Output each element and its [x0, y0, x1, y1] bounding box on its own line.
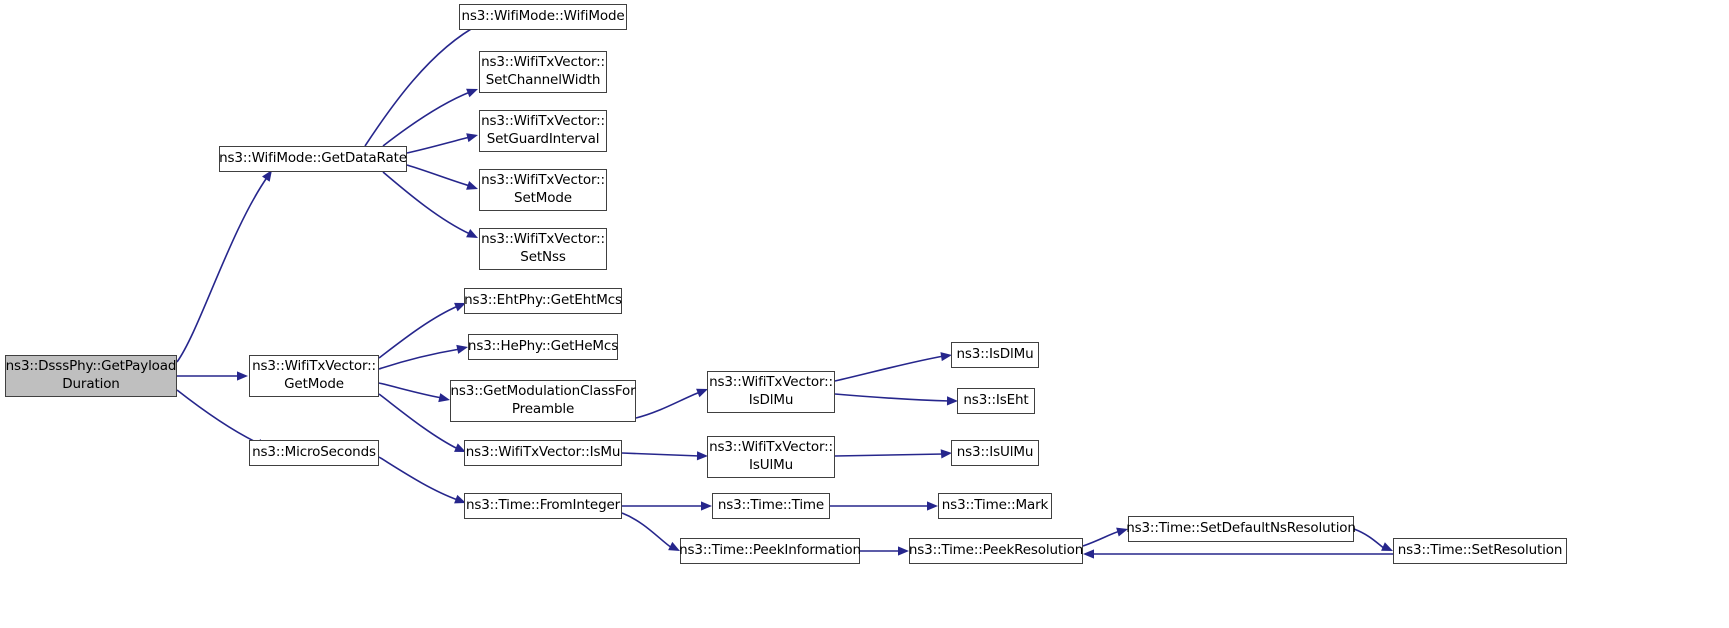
call-edge-arrowhead — [456, 344, 468, 354]
graph-node-getmodclass[interactable]: ns3::GetModulationClassFor Preamble — [450, 380, 636, 422]
call-edge — [834, 393, 951, 402]
graph-node-microseconds[interactable]: ns3::MicroSeconds — [249, 440, 379, 466]
call-edge — [378, 305, 459, 359]
call-edge-arrowhead — [1116, 527, 1128, 537]
call-edge-arrowhead — [454, 302, 466, 312]
call-edge-arrowhead — [466, 133, 478, 143]
call-edge — [378, 348, 461, 370]
call-edge — [1353, 528, 1386, 550]
call-edge — [378, 382, 443, 399]
graph-node-setnss[interactable]: ns3::WifiTxVector:: SetNss — [479, 228, 607, 270]
graph-node-timetime[interactable]: ns3::Time::Time — [712, 493, 830, 519]
graph-node-setguardinterval[interactable]: ns3::WifiTxVector:: SetGuardInterval — [479, 110, 607, 152]
call-edge-arrowhead — [927, 501, 938, 511]
call-edge — [621, 512, 673, 549]
call-edge — [382, 171, 471, 235]
graph-node-root[interactable]: ns3::DsssPhy::GetPayload Duration — [5, 355, 177, 397]
call-edge-arrowhead — [1381, 542, 1393, 551]
graph-node-fromintegerr[interactable]: ns3::Time::FromInteger — [464, 493, 622, 519]
call-edge — [635, 391, 701, 419]
graph-node-peekresolution[interactable]: ns3::Time::PeekResolution — [909, 538, 1083, 564]
call-edge — [406, 136, 471, 154]
call-edge — [621, 452, 701, 457]
graph-node-setchannelwidth[interactable]: ns3::WifiTxVector:: SetChannelWidth — [479, 51, 607, 93]
call-edge-arrowhead — [466, 181, 478, 190]
graph-node-getmode[interactable]: ns3::WifiTxVector:: GetMode — [249, 355, 379, 397]
call-edge-arrowhead — [454, 443, 466, 452]
graph-node-setresolution[interactable]: ns3::Time::SetResolution — [1393, 538, 1567, 564]
graph-node-getdatarate[interactable]: ns3::WifiMode::GetDataRate — [219, 146, 407, 172]
graph-node-iseht[interactable]: ns3::IsEht — [957, 388, 1035, 414]
graph-node-isulmu_f[interactable]: ns3::IsUlMu — [951, 440, 1039, 466]
call-edge-arrowhead — [696, 388, 708, 398]
call-edge-arrowhead — [454, 494, 466, 504]
call-edge-arrowhead — [466, 228, 478, 238]
call-edge-arrowhead — [946, 396, 958, 406]
graph-node-isulmu_v[interactable]: ns3::WifiTxVector:: IsUlMu — [707, 436, 835, 478]
graph-node-peekinformation[interactable]: ns3::Time::PeekInformation — [679, 538, 861, 564]
call-edge — [834, 355, 945, 382]
graph-node-isdlmu_v[interactable]: ns3::WifiTxVector:: IsDlMu — [707, 371, 835, 413]
graph-node-gethemcs[interactable]: ns3::HePhy::GetHeMcs — [468, 334, 618, 360]
call-edge-arrowhead — [898, 546, 909, 556]
call-edge-arrowhead — [466, 88, 478, 98]
graph-node-setmode[interactable]: ns3::WifiTxVector:: SetMode — [479, 169, 607, 211]
call-edge-arrowhead — [1083, 549, 1094, 559]
call-edge-arrowhead — [438, 393, 450, 403]
call-edge — [364, 23, 481, 147]
call-edge — [382, 91, 471, 147]
call-edge-arrowhead — [701, 501, 712, 511]
call-edge — [378, 456, 459, 501]
call-edge-arrowhead — [668, 541, 680, 551]
call-edge — [834, 453, 945, 457]
call-edge — [406, 164, 471, 187]
graph-node-wifimode[interactable]: ns3::WifiMode::WifiMode — [459, 4, 627, 30]
graph-node-getehtmcs[interactable]: ns3::EhtPhy::GetEhtMcs — [464, 288, 622, 314]
call-edge-arrowhead — [696, 451, 708, 461]
call-edge-arrowhead — [262, 170, 272, 182]
call-edge — [1082, 530, 1121, 547]
call-edge-arrowhead — [237, 371, 248, 381]
graph-node-ismu[interactable]: ns3::WifiTxVector::IsMu — [464, 440, 622, 466]
call-edge — [378, 393, 459, 450]
graph-node-isdlmu_f[interactable]: ns3::IsDlMu — [951, 342, 1039, 368]
call-edge-arrowhead — [940, 352, 952, 362]
call-edge-arrowhead — [940, 449, 952, 459]
call-edge — [176, 389, 261, 445]
call-edge — [176, 175, 269, 363]
graph-node-setdefaultnsresolution[interactable]: ns3::Time::SetDefaultNsResolution — [1126, 516, 1356, 542]
graph-node-timemark[interactable]: ns3::Time::Mark — [938, 493, 1052, 519]
